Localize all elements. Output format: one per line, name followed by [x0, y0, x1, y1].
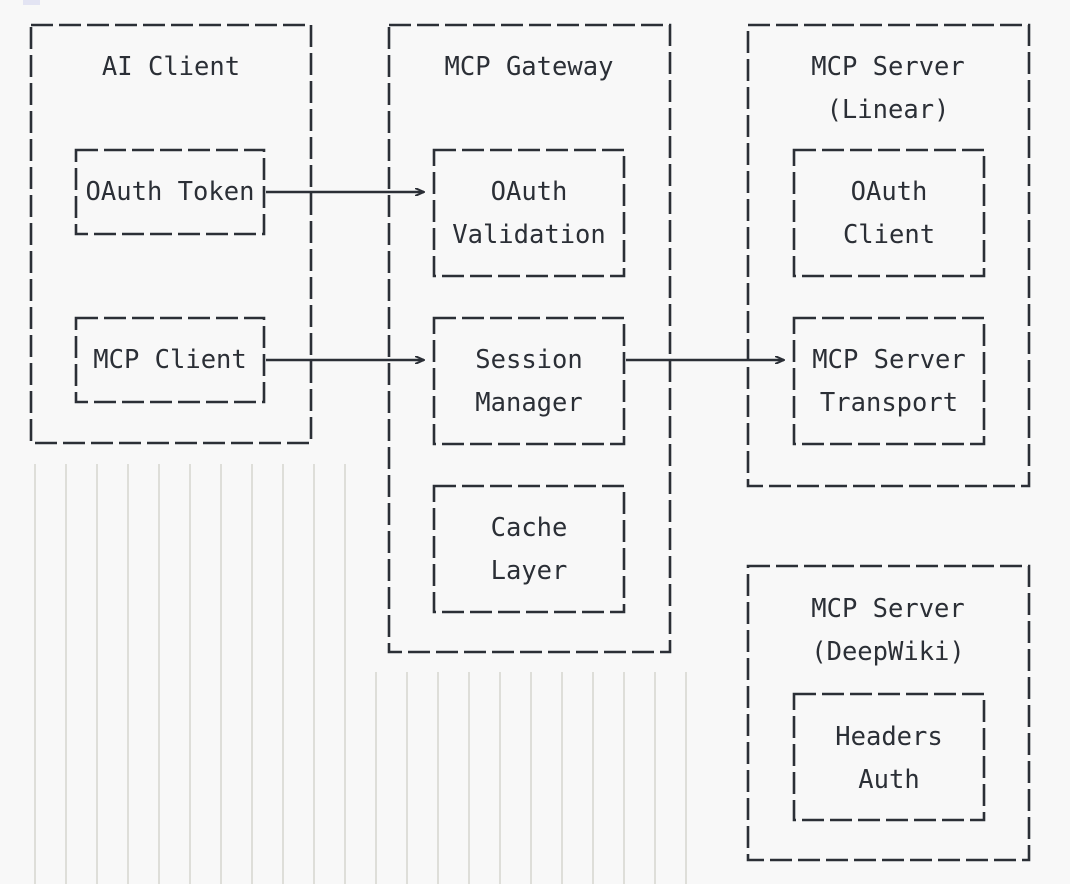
box-session-manager[interactable]: Session Manager	[432, 316, 626, 446]
oauth-token-border	[74, 148, 266, 236]
column-ai-client[interactable]: AI Client OAuth Token MCP Client	[29, 23, 313, 445]
column-mcp-gateway[interactable]: MCP Gateway OAuth Validation Session Man…	[387, 23, 672, 654]
oauth-validation-label-line1: OAuth	[491, 177, 568, 207]
oauth-validation-border	[432, 148, 626, 278]
oauth-validation-label-line2: Validation	[452, 220, 606, 250]
mcp-server-transport-label-line1: MCP Server	[812, 345, 966, 375]
session-manager-border	[432, 316, 626, 446]
column-mcp-server-linear[interactable]: MCP Server (Linear) OAuth Client MCP Ser…	[746, 23, 1031, 488]
box-oauth-validation[interactable]: OAuth Validation	[432, 148, 626, 278]
mcp-server-linear-border	[746, 23, 1031, 488]
headers-auth-border	[792, 692, 986, 822]
mcp-gateway-border	[387, 23, 672, 654]
box-cache-layer[interactable]: Cache Layer	[432, 484, 626, 614]
session-manager-label-line1: Session	[475, 345, 582, 375]
cache-layer-border	[432, 484, 626, 614]
box-oauth-client[interactable]: OAuth Client	[792, 148, 986, 278]
oauth-client-label-line2: Client	[843, 220, 935, 250]
mcp-server-linear-title-line1: MCP Server	[811, 52, 965, 82]
cache-layer-label-line2: Layer	[491, 556, 568, 586]
column-mcp-server-deepwiki[interactable]: MCP Server (DeepWiki) Headers Auth	[746, 564, 1031, 862]
oauth-token-label: OAuth Token	[86, 177, 255, 207]
cache-layer-label-line1: Cache	[491, 513, 568, 543]
box-headers-auth[interactable]: Headers Auth	[792, 692, 986, 822]
oauth-client-label-line1: OAuth	[851, 177, 928, 207]
headers-auth-label-line2: Auth	[858, 765, 919, 795]
mcp-server-linear-title-line2: (Linear)	[827, 95, 950, 125]
session-manager-label-line2: Manager	[475, 388, 582, 418]
mcp-gateway-title: MCP Gateway	[445, 52, 614, 82]
mcp-server-transport-label-line2: Transport	[820, 388, 958, 418]
mcp-client-label: MCP Client	[93, 345, 247, 375]
ai-client-border	[29, 23, 313, 445]
mcp-server-deepwiki-title-line2: (DeepWiki)	[811, 637, 965, 667]
mcp-server-deepwiki-border	[746, 564, 1031, 862]
mcp-server-deepwiki-title-line1: MCP Server	[811, 594, 965, 624]
box-mcp-server-transport[interactable]: MCP Server Transport	[792, 316, 986, 446]
ai-client-title: AI Client	[102, 52, 240, 82]
mcp-client-border	[74, 316, 266, 404]
box-oauth-token[interactable]: OAuth Token	[74, 148, 266, 236]
mcp-server-transport-border	[792, 316, 986, 446]
selection-highlight-artifact	[23, 0, 40, 5]
oauth-client-border	[792, 148, 986, 278]
box-mcp-client[interactable]: MCP Client	[74, 316, 266, 404]
headers-auth-label-line1: Headers	[835, 722, 942, 752]
